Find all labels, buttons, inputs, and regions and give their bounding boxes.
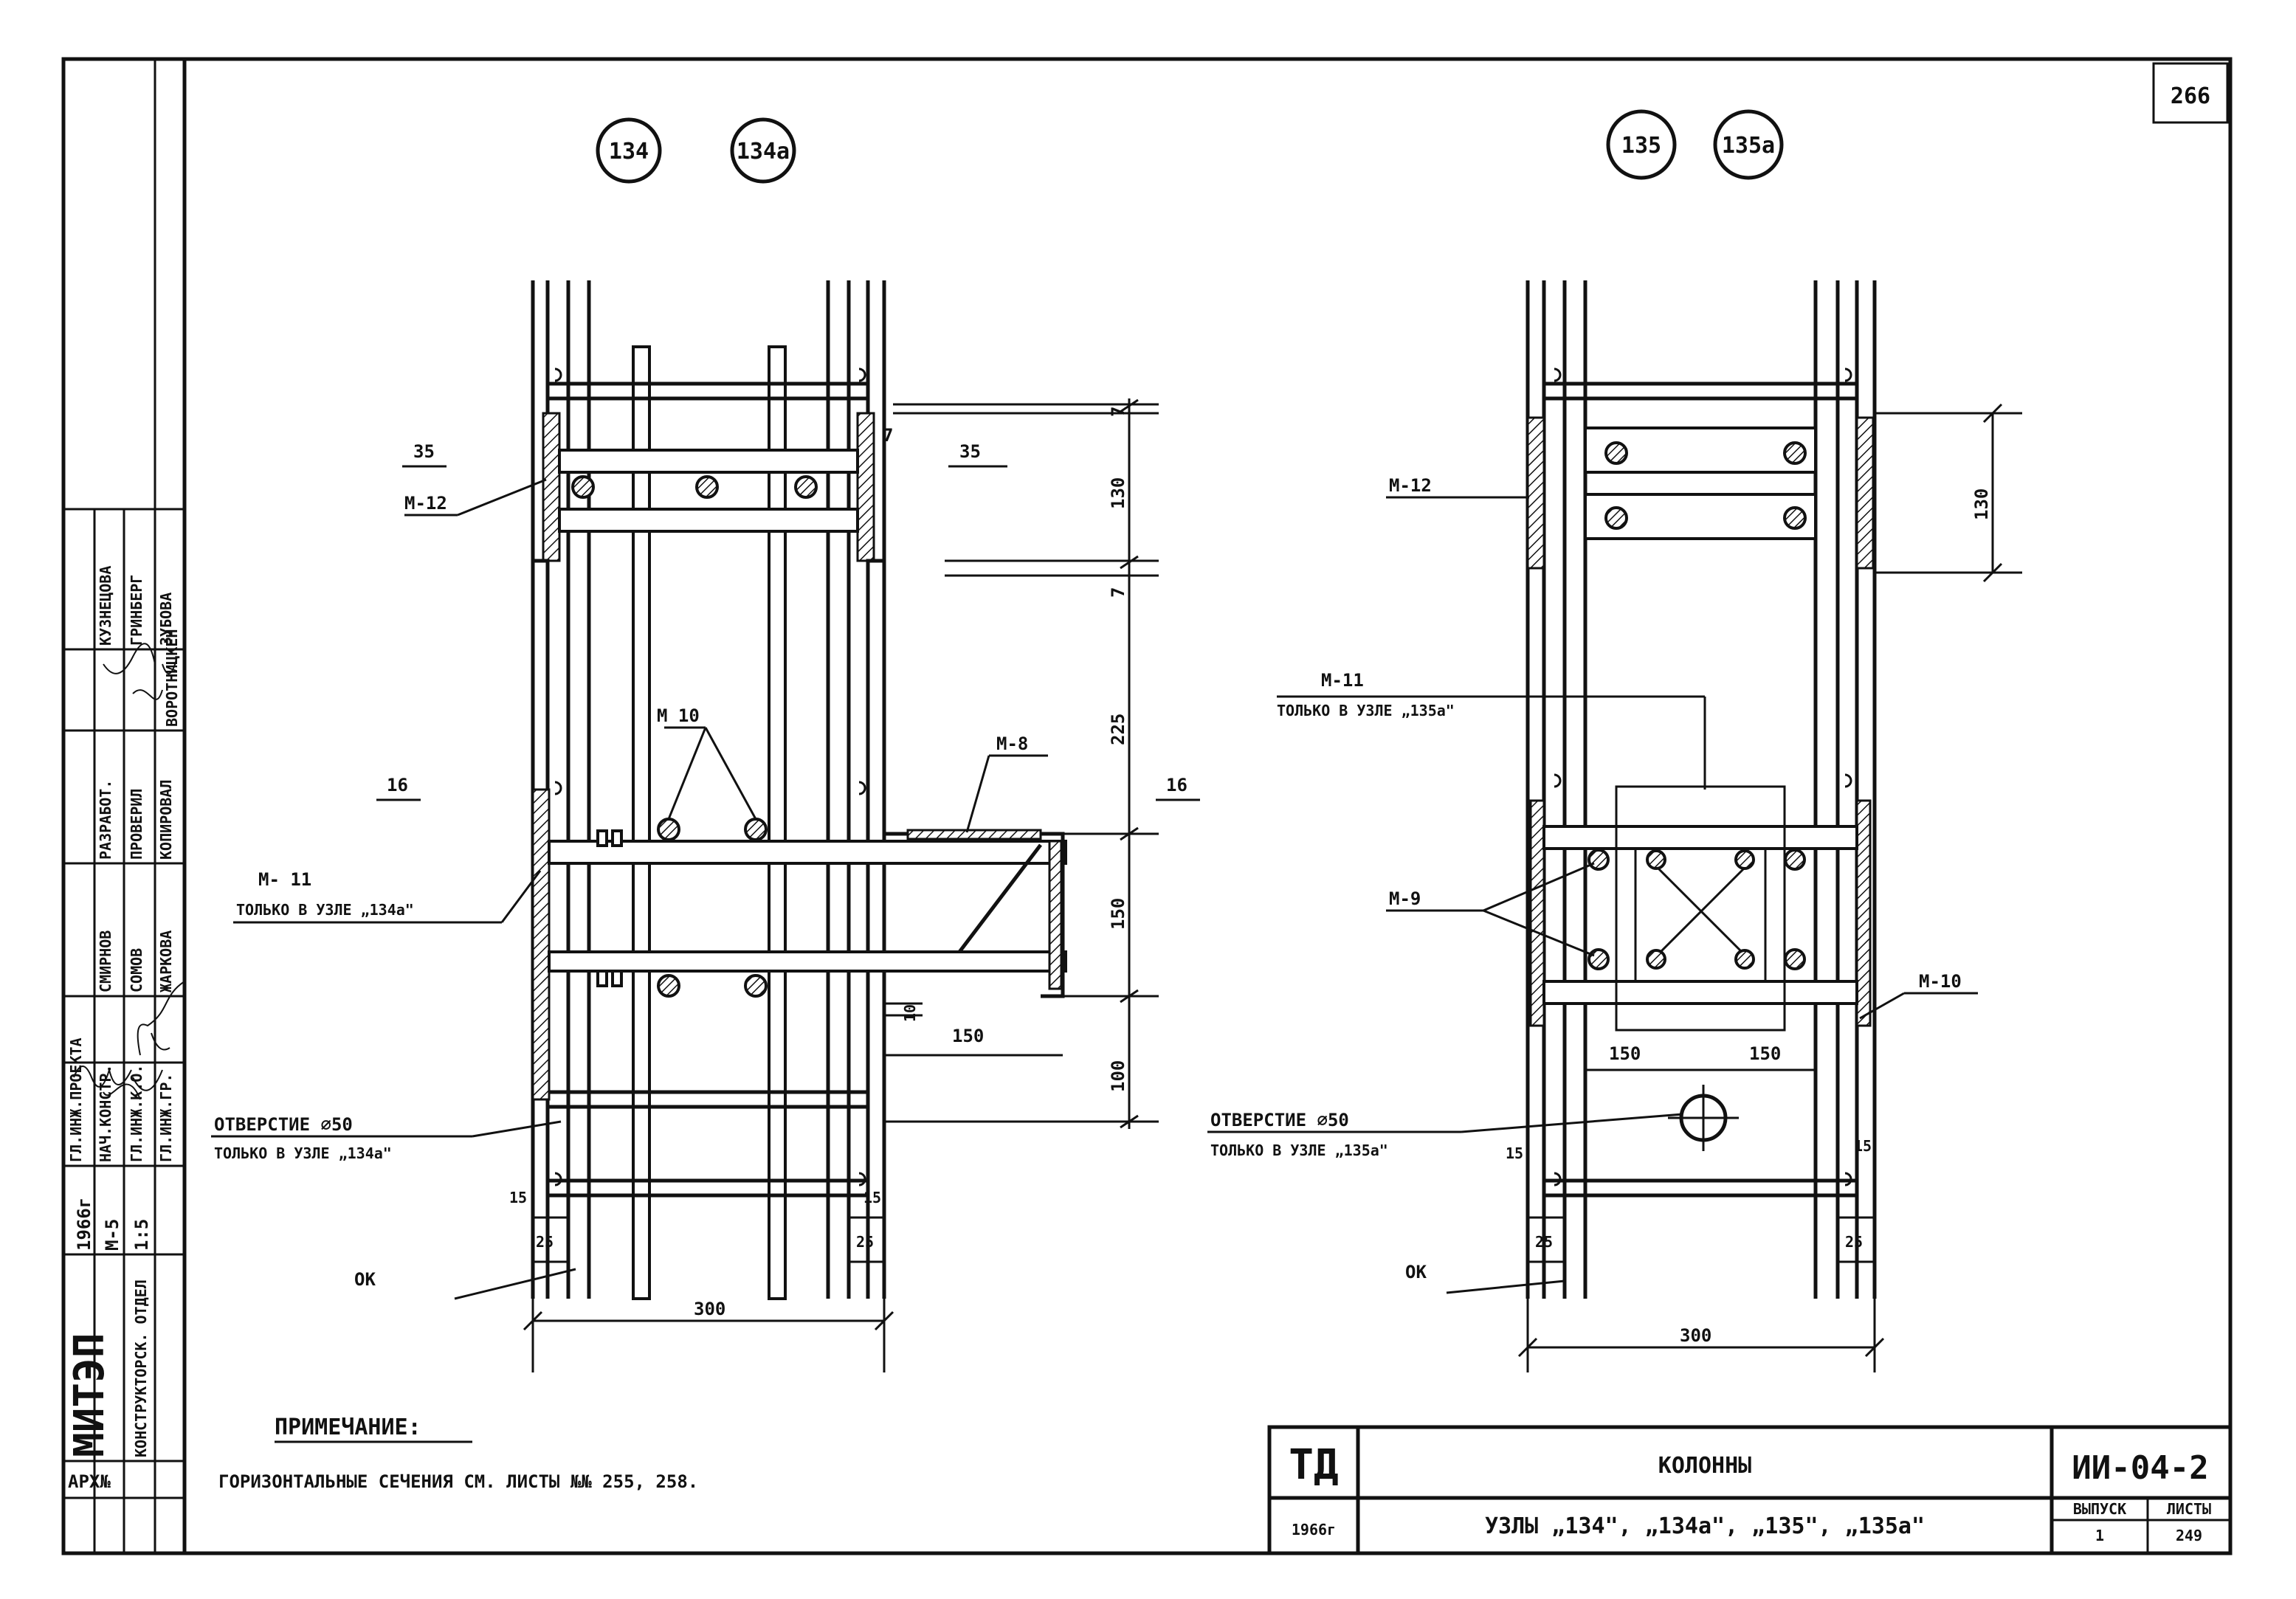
stamp-role-5: РАЗРАБОТ. — [97, 780, 114, 860]
dim-25a-right: 25 — [1535, 1233, 1553, 1251]
label-hole-note: ТОЛЬКО В УЗЛЕ „134а" — [214, 1144, 392, 1162]
dim-25a: 25 — [536, 1233, 554, 1251]
note-text: ГОРИЗОНТАЛЬНЫЕ СЕЧЕНИЯ СМ. ЛИСТЫ №№ 255,… — [218, 1471, 698, 1492]
svg-text:135: 135 — [1621, 133, 1661, 159]
dim-300: 300 — [694, 1299, 725, 1319]
dim-150b: 150 — [952, 1026, 984, 1046]
label-m12: М-12 — [404, 493, 447, 514]
stamp-org: МИТЭП — [66, 1333, 114, 1457]
dim-15a: 15 — [509, 1189, 527, 1206]
node-marker-135: 135 — [1606, 109, 1677, 180]
label-m9-right: М-9 — [1389, 888, 1421, 909]
stamp-arch: АРХ№ — [68, 1471, 111, 1492]
label-m12-right: М-12 — [1389, 475, 1432, 496]
dim-100: 100 — [1108, 1060, 1128, 1092]
label-m11-note-right: ТОЛЬКО В УЗЛЕ „135а" — [1277, 702, 1455, 719]
title-main: КОЛОННЫ — [1658, 1453, 1751, 1479]
dim-130-right: 130 — [1971, 488, 1992, 520]
signature-scribble — [137, 981, 185, 1056]
stamp-name-4: СМИРНОВ — [97, 930, 114, 992]
signature-scribble — [73, 1066, 163, 1100]
svg-text:134: 134 — [609, 139, 649, 165]
node-marker-134: 134 — [596, 117, 662, 184]
dim-7b: 7 — [883, 425, 893, 446]
stamp-name-6: ЖАРКОВА — [157, 930, 175, 992]
stamp-scale: 1:5 — [131, 1219, 152, 1251]
stamp-role-1: ГЛ.ИНЖ.ПРОЕКТА — [67, 1037, 85, 1162]
page-number-box: 266 — [2152, 62, 2229, 124]
svg-text:135a: 135a — [1722, 133, 1775, 159]
label-m11-note: ТОЛЬКО В УЗЛЕ „134а" — [236, 901, 414, 919]
dim-130: 130 — [1108, 477, 1128, 509]
page-number: 266 — [2171, 83, 2210, 109]
doc-code: ИИ-04-2 — [2072, 1449, 2208, 1487]
dim-7c: 7 — [1108, 587, 1128, 598]
label-m8: М-8 — [996, 733, 1028, 754]
label-m10: М 10 — [657, 705, 700, 726]
svg-text:134a: 134a — [737, 139, 790, 165]
label-m11-right: М-11 — [1321, 670, 1364, 691]
stamp-role-3: ГЛ.ИНЖ.К.О. — [128, 1065, 145, 1162]
side-stamp: МИТЭП КОНСТРУКТОРСК. ОТДЕЛ 1966г М-5 1:5… — [63, 59, 185, 1553]
label-m10-right: М-10 — [1919, 971, 1962, 992]
stamp-m5: М-5 — [102, 1219, 123, 1251]
label-hole-right: ОТВЕРСТИЕ ⌀50 — [1210, 1110, 1349, 1130]
dim-150a-right: 150 — [1609, 1043, 1641, 1064]
stamp-role-6: ПРОВЕРИЛ — [128, 789, 145, 860]
dim-225: 225 — [1108, 714, 1128, 745]
section-mark-16b: 16 — [1166, 775, 1187, 795]
left-detail: 7 7 130 7 225 150 100 10 150 15 25 15 25… — [211, 280, 1200, 1372]
section-mark-16a: 16 — [387, 775, 408, 795]
label-hole-note-right: ТОЛЬКО В УЗЛЕ „135а" — [1210, 1142, 1388, 1159]
dim-15b-right: 15 — [1854, 1137, 1872, 1155]
signature-scribble — [103, 643, 178, 700]
section-mark-35b: 35 — [959, 441, 981, 462]
dim-150b-right: 150 — [1749, 1043, 1781, 1064]
stamp-name-7: ВОРОТНИЦКЕН — [163, 629, 181, 727]
note: ПРИМЕЧАНИЕ: ГОРИЗОНТАЛЬНЫЕ СЕЧЕНИЯ СМ. Л… — [218, 1415, 698, 1492]
node-marker-135a: 135a — [1713, 109, 1784, 180]
dim-10: 10 — [901, 1004, 919, 1022]
label-m11: М- 11 — [258, 869, 311, 890]
dim-15b: 15 — [863, 1189, 881, 1206]
label-ok-right: ОК — [1405, 1262, 1427, 1282]
stamp-year: 1966г — [74, 1198, 94, 1251]
sheet-frame — [61, 57, 2233, 1555]
note-title: ПРИМЕЧАНИЕ: — [275, 1415, 421, 1440]
sheet-number: 249 — [2176, 1527, 2202, 1544]
label-hole: ОТВЕРСТИЕ ⌀50 — [214, 1114, 353, 1135]
dim-150: 150 — [1108, 898, 1128, 930]
sheet-label: ЛИСТЫ — [2167, 1500, 2211, 1518]
title-sub: УЗЛЫ „134", „134а", „135", „135а" — [1485, 1513, 1925, 1539]
stamp-name-5: СОМОВ — [128, 948, 145, 992]
issue-number: 1 — [2095, 1527, 2104, 1544]
label-ok: ОК — [354, 1269, 376, 1290]
dim-25b: 25 — [856, 1233, 874, 1251]
stamp-dept: КОНСТРУКТОРСК. ОТДЕЛ — [132, 1279, 150, 1457]
node-marker-134a: 134a — [730, 117, 796, 184]
stamp-name-2: ГРИНБЕРГ — [128, 575, 145, 646]
stamp-role-7: КОПИРОВАЛ — [157, 780, 175, 860]
dim-300-right: 300 — [1680, 1325, 1711, 1346]
stamp-name-1: КУЗНЕЦОВА — [97, 566, 114, 646]
stamp-role-4: ГЛ.ИНЖ.ГР. — [157, 1074, 175, 1162]
dim-25b-right: 25 — [1845, 1233, 1863, 1251]
right-detail: 130 150 150 15 15 25 25 300 М-12 М-11 ТО… — [1207, 280, 2022, 1372]
issue-label: ВЫПУСК — [2073, 1500, 2126, 1518]
section-mark-35a: 35 — [413, 441, 435, 462]
title-logo: ТД — [1289, 1441, 1338, 1489]
stamp-name-3: ЗУБОВА — [157, 593, 175, 646]
dim-15a-right: 15 — [1506, 1144, 1523, 1162]
title-year: 1966г — [1292, 1521, 1336, 1538]
dim-7a: 7 — [1108, 407, 1128, 417]
title-block: ТД 1966г КОЛОННЫ УЗЛЫ „134", „134а", „13… — [1267, 1425, 2233, 1555]
